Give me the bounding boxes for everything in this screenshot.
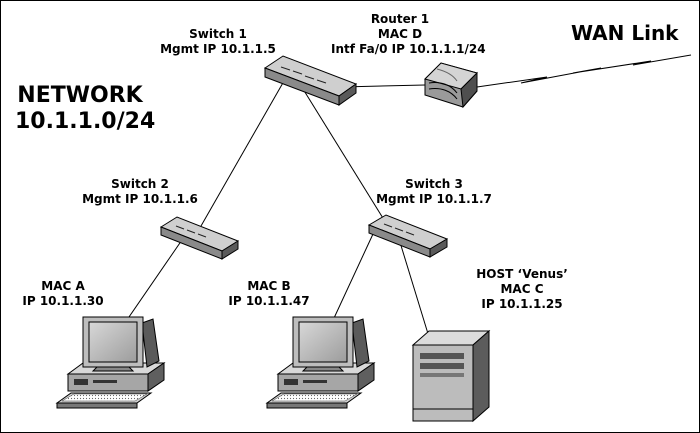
pc-b-mac: MAC B	[247, 279, 291, 293]
pc-a-icon	[55, 316, 166, 409]
network-title: NETWORK 10.1.1.0/24	[15, 83, 156, 135]
link-switch3-server	[398, 238, 430, 338]
link-switch1-switch2	[200, 80, 285, 227]
switch-2-mgmt: Mgmt IP 10.1.1.6	[82, 192, 198, 206]
network-subnet: 10.1.1.0/24	[15, 109, 156, 134]
server-venus-icon	[411, 329, 491, 423]
switch-1-icon	[263, 55, 358, 106]
pc-a-label: MAC A IP 10.1.1.30	[13, 279, 113, 309]
switch-2-label: Switch 2 Mgmt IP 10.1.1.6	[75, 177, 205, 207]
host-venus-label: HOST ‘Venus’ MAC C IP 10.1.1.25	[467, 267, 577, 312]
pc-b-ip: IP 10.1.1.47	[228, 294, 310, 308]
switch-2-name: Switch 2	[111, 177, 169, 191]
switch-3-label: Switch 3 Mgmt IP 10.1.1.7	[369, 177, 499, 207]
switch-1-name: Switch 1	[189, 27, 247, 41]
switch-3-mgmt: Mgmt IP 10.1.1.7	[376, 192, 492, 206]
wan-link-bolt	[476, 54, 692, 88]
pc-a-mac: MAC A	[41, 279, 85, 293]
pc-b-icon	[265, 316, 376, 409]
link-switch3-pc-b	[327, 233, 374, 332]
switch-2-icon	[159, 216, 240, 260]
switch-3-icon	[367, 214, 449, 258]
router-1-label: Router 1 MAC D Intf Fa/0 IP 10.1.1.1/24	[331, 12, 486, 57]
switch-3-name: Switch 3	[405, 177, 463, 191]
host-venus-name: HOST ‘Venus’	[476, 267, 568, 281]
router-1-intf: Intf Fa/0 IP 10.1.1.1/24	[331, 42, 486, 56]
host-venus-mac: MAC C	[500, 282, 544, 296]
pc-a-ip: IP 10.1.1.30	[22, 294, 104, 308]
switch-1-mgmt: Mgmt IP 10.1.1.5	[160, 42, 276, 56]
link-switch1-switch3	[302, 88, 387, 224]
router-1-mac: MAC D	[377, 27, 423, 41]
host-venus-ip: IP 10.1.1.25	[481, 297, 563, 311]
switch-1-label: Switch 1 Mgmt IP 10.1.1.5	[153, 27, 283, 57]
router-1-icon	[424, 62, 478, 109]
router-1-name: Router 1	[370, 12, 430, 26]
wan-link-label: WAN Link	[571, 21, 679, 45]
network-name: NETWORK	[17, 83, 143, 108]
pc-b-label: MAC B IP 10.1.1.47	[219, 279, 319, 309]
